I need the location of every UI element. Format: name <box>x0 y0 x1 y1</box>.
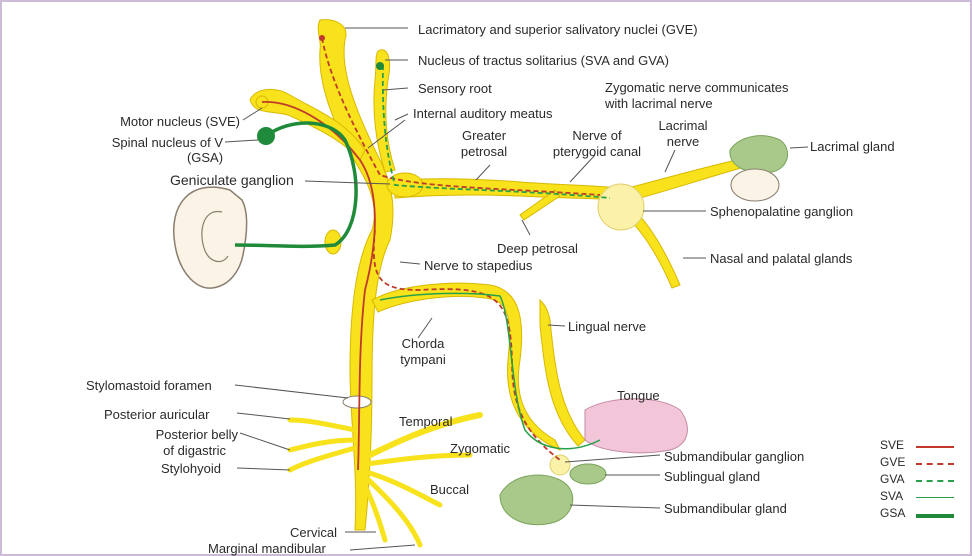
label-temporal: Temporal <box>399 414 452 429</box>
sublingual-gland-shape <box>570 464 606 484</box>
label-deep-petrosal: Deep petrosal <box>497 241 578 256</box>
legend-label: GSA <box>880 506 905 520</box>
legend-row-sva: SVA <box>880 489 960 506</box>
label-lacrimal-nerve-2: nerve <box>653 134 713 149</box>
tractus-dot <box>376 62 384 70</box>
label-stylomastoid: Stylomastoid foramen <box>86 378 212 393</box>
legend-swatch-sva <box>916 497 954 498</box>
label-posterior-auricular: Posterior auricular <box>104 407 210 422</box>
label-spinal-nucleus-2: (GSA) <box>180 150 230 165</box>
submandibular-gland-shape <box>500 475 573 525</box>
label-nerve-stapedius: Nerve to stapedius <box>424 258 532 273</box>
legend-row-sve: SVE <box>880 438 960 455</box>
legend-swatch-sve <box>916 446 954 448</box>
lacrimal-gland-base <box>731 169 779 201</box>
tongue-shape <box>585 399 687 453</box>
label-zygomatic-comm-2: with lacrimal nerve <box>605 96 713 111</box>
label-posterior-belly-1: Posterior belly <box>110 427 238 442</box>
zygomatic-branch <box>360 455 470 465</box>
legend-swatch-gve <box>916 463 954 465</box>
legend-row-gva: GVA <box>880 472 960 489</box>
sphenopalatine-ganglion <box>598 184 644 230</box>
label-cervical: Cervical <box>290 525 337 540</box>
label-sphenopalatine: Sphenopalatine ganglion <box>710 204 853 219</box>
label-sublingual-gland: Sublingual gland <box>664 469 760 484</box>
fiber-legend: SVE GVE GVA SVA GSA <box>880 438 960 523</box>
label-motor-nucleus: Motor nucleus (SVE) <box>85 114 240 129</box>
label-chorda-2: tympani <box>393 352 453 367</box>
label-geniculate: Geniculate ganglion <box>170 173 294 188</box>
label-greater-petrosal-2: petrosal <box>454 144 514 159</box>
label-sensory-root: Sensory root <box>418 81 492 96</box>
legend-label: GVA <box>880 472 904 486</box>
stylohyoid-branch <box>290 448 355 470</box>
label-tractus-solitarius: Nucleus of tractus solitarius (SVA and G… <box>418 53 669 68</box>
label-lacrimal-nerve-1: Lacrimal <box>653 118 713 133</box>
legend-swatch-gva <box>916 480 954 482</box>
legend-label: SVA <box>880 489 903 503</box>
label-nerve-pterygoid-2: pterygoid canal <box>545 144 649 159</box>
legend-row-gsa: GSA <box>880 506 960 523</box>
ear-outline <box>174 187 247 288</box>
legend-label: GVE <box>880 455 905 469</box>
label-stylohyoid: Stylohyoid <box>161 461 221 476</box>
spinal-nucleus-dot <box>257 127 275 145</box>
label-lacrimatory: Lacrimatory and superior salivatory nucl… <box>418 22 698 37</box>
legend-label: SVE <box>880 438 904 452</box>
label-spinal-nucleus-1: Spinal nucleus of V <box>85 135 223 150</box>
label-nasal-palatal: Nasal and palatal glands <box>710 251 852 266</box>
posterior-auricular-branch <box>290 420 355 430</box>
lacrimatory-dot <box>319 35 325 41</box>
label-zygomatic-comm-1: Zygomatic nerve communicates <box>605 80 789 95</box>
label-chorda-1: Chorda <box>393 336 453 351</box>
label-submandibular-gland: Submandibular gland <box>664 501 787 516</box>
submandibular-ganglion-shape <box>550 455 570 475</box>
label-buccal: Buccal <box>430 482 469 497</box>
label-lingual-nerve: Lingual nerve <box>568 319 646 334</box>
label-zygomatic: Zygomatic <box>450 441 510 456</box>
label-internal-auditory: Internal auditory meatus <box>413 106 552 121</box>
label-submandibular-ganglion: Submandibular ganglion <box>664 449 804 464</box>
label-nerve-pterygoid-1: Nerve of <box>552 128 642 143</box>
lacrimal-gland-shape <box>730 136 788 173</box>
label-tongue: Tongue <box>617 388 660 403</box>
label-greater-petrosal-1: Greater <box>454 128 514 143</box>
legend-swatch-gsa <box>916 514 954 518</box>
label-lacrimal-gland: Lacrimal gland <box>810 139 895 154</box>
label-posterior-belly-2: of digastric <box>110 443 226 458</box>
legend-row-gve: GVE <box>880 455 960 472</box>
label-marginal-mandibular: Marginal mandibular <box>208 541 326 556</box>
